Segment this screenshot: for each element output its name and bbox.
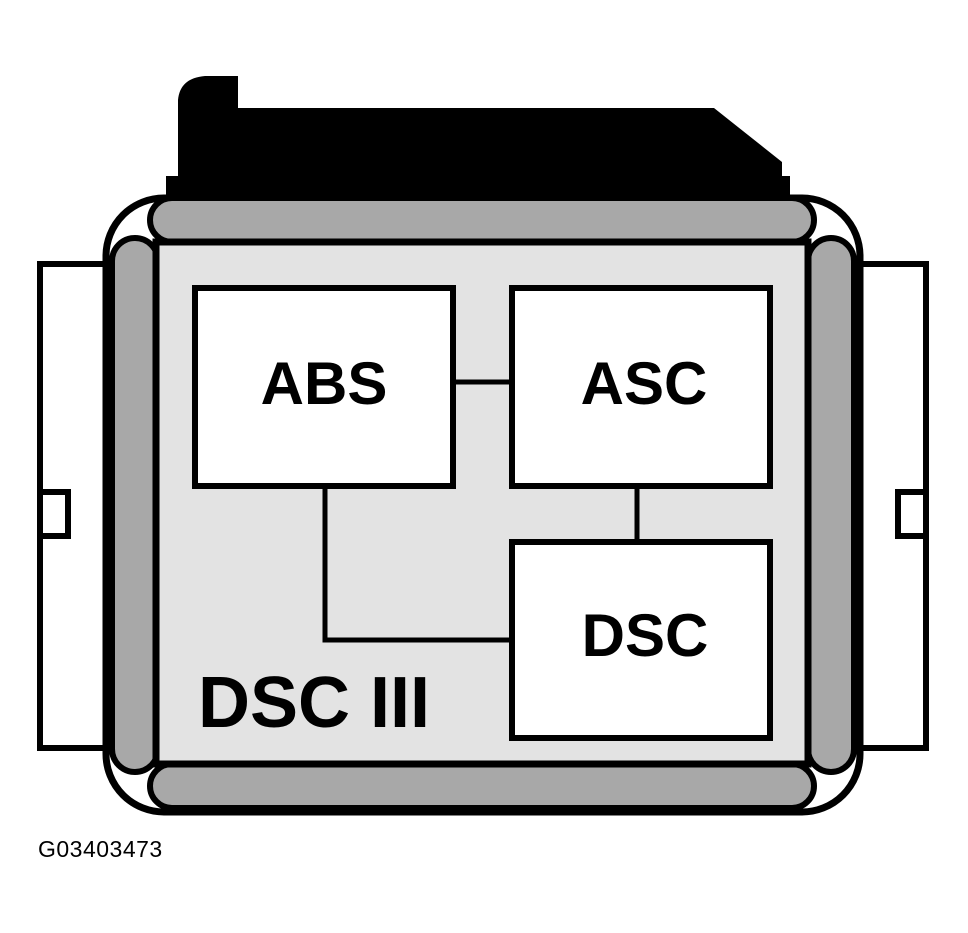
abs-dsc-connection [322, 486, 512, 643]
abs-module: ABS [192, 285, 456, 489]
abs-module-label: ABS [261, 350, 388, 417]
figure-id: G03403473 [38, 836, 163, 862]
module-connections [322, 379, 640, 643]
dsc-module-label: DSC [582, 602, 709, 669]
top-connector [166, 76, 790, 200]
asc-module: ASC [509, 285, 773, 489]
housing-label: DSC III [198, 663, 430, 743]
asc-module-label: ASC [581, 350, 708, 417]
dsc-module: DSC [509, 539, 773, 741]
